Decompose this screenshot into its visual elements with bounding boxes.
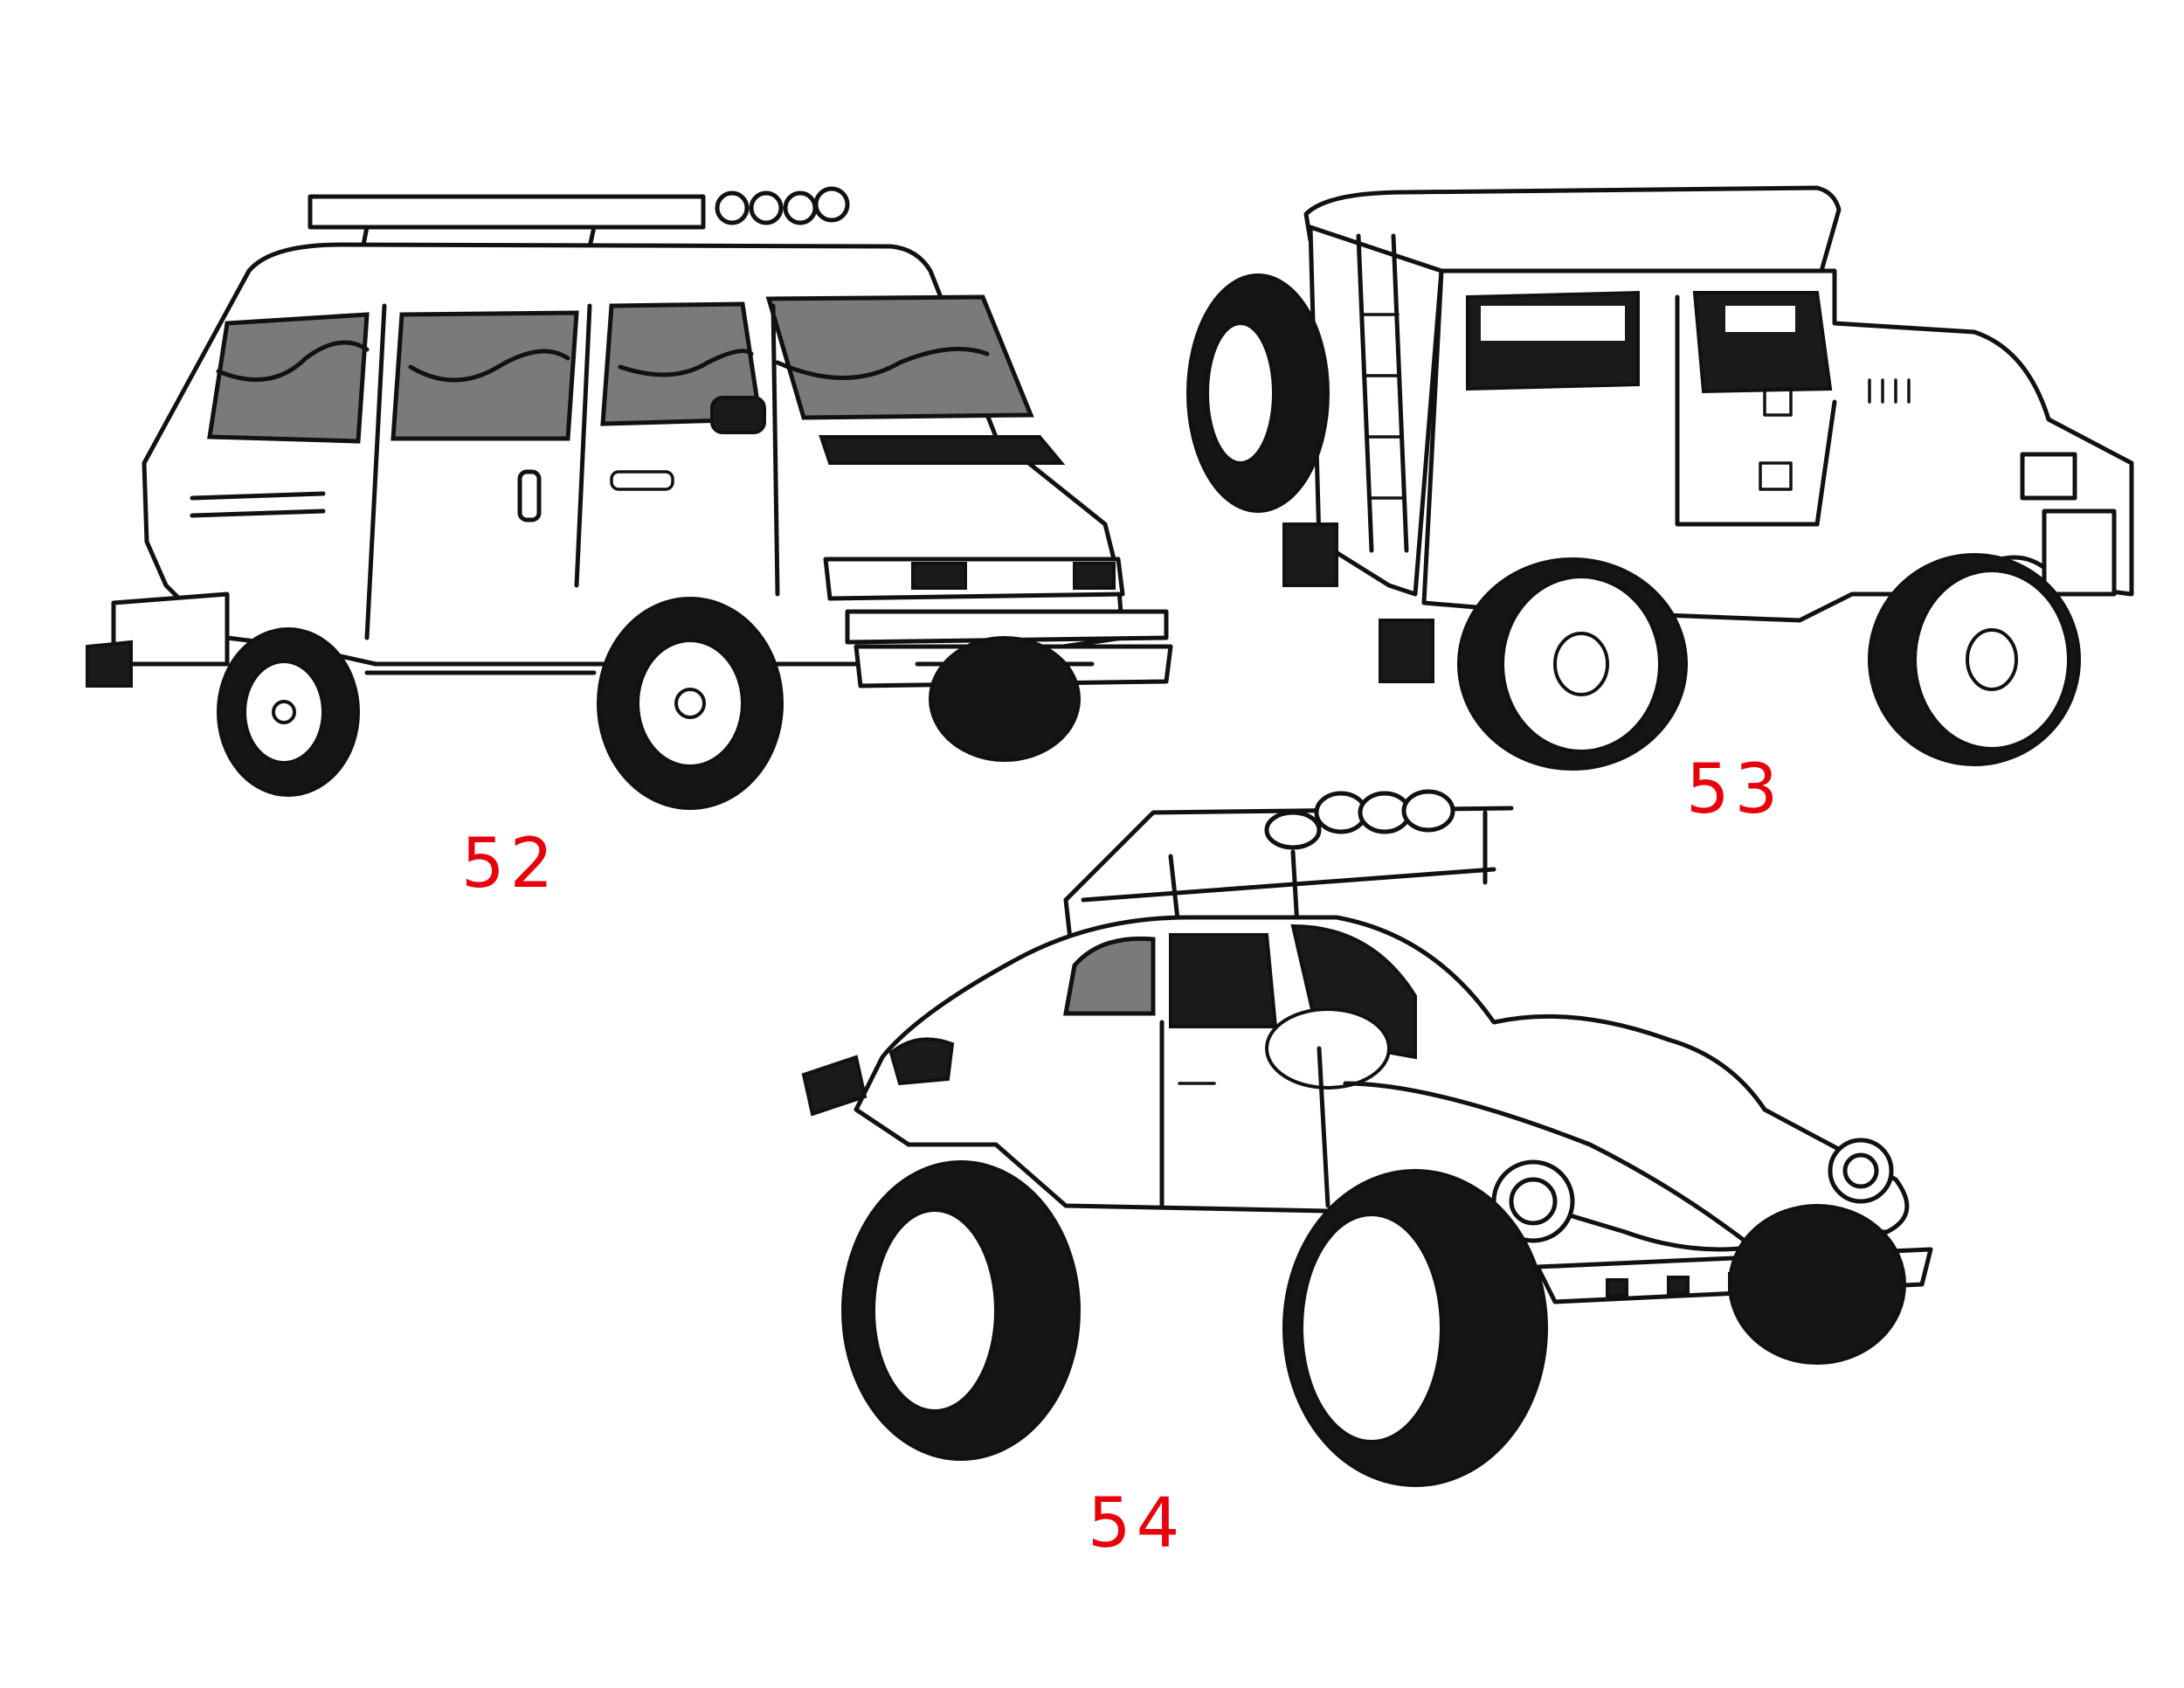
beetle-drawing — [804, 795, 1957, 1494]
drawing-number-54: 54 — [1088, 1484, 1185, 1563]
jeep-icon — [1188, 175, 2149, 786]
beetle-icon — [804, 795, 1957, 1494]
van-icon — [79, 175, 1179, 804]
van-drawing — [79, 175, 1179, 804]
drawing-number-52: 52 — [461, 825, 559, 903]
jeep-drawing — [1188, 175, 2149, 786]
drawing-number-53: 53 — [1686, 751, 1784, 829]
